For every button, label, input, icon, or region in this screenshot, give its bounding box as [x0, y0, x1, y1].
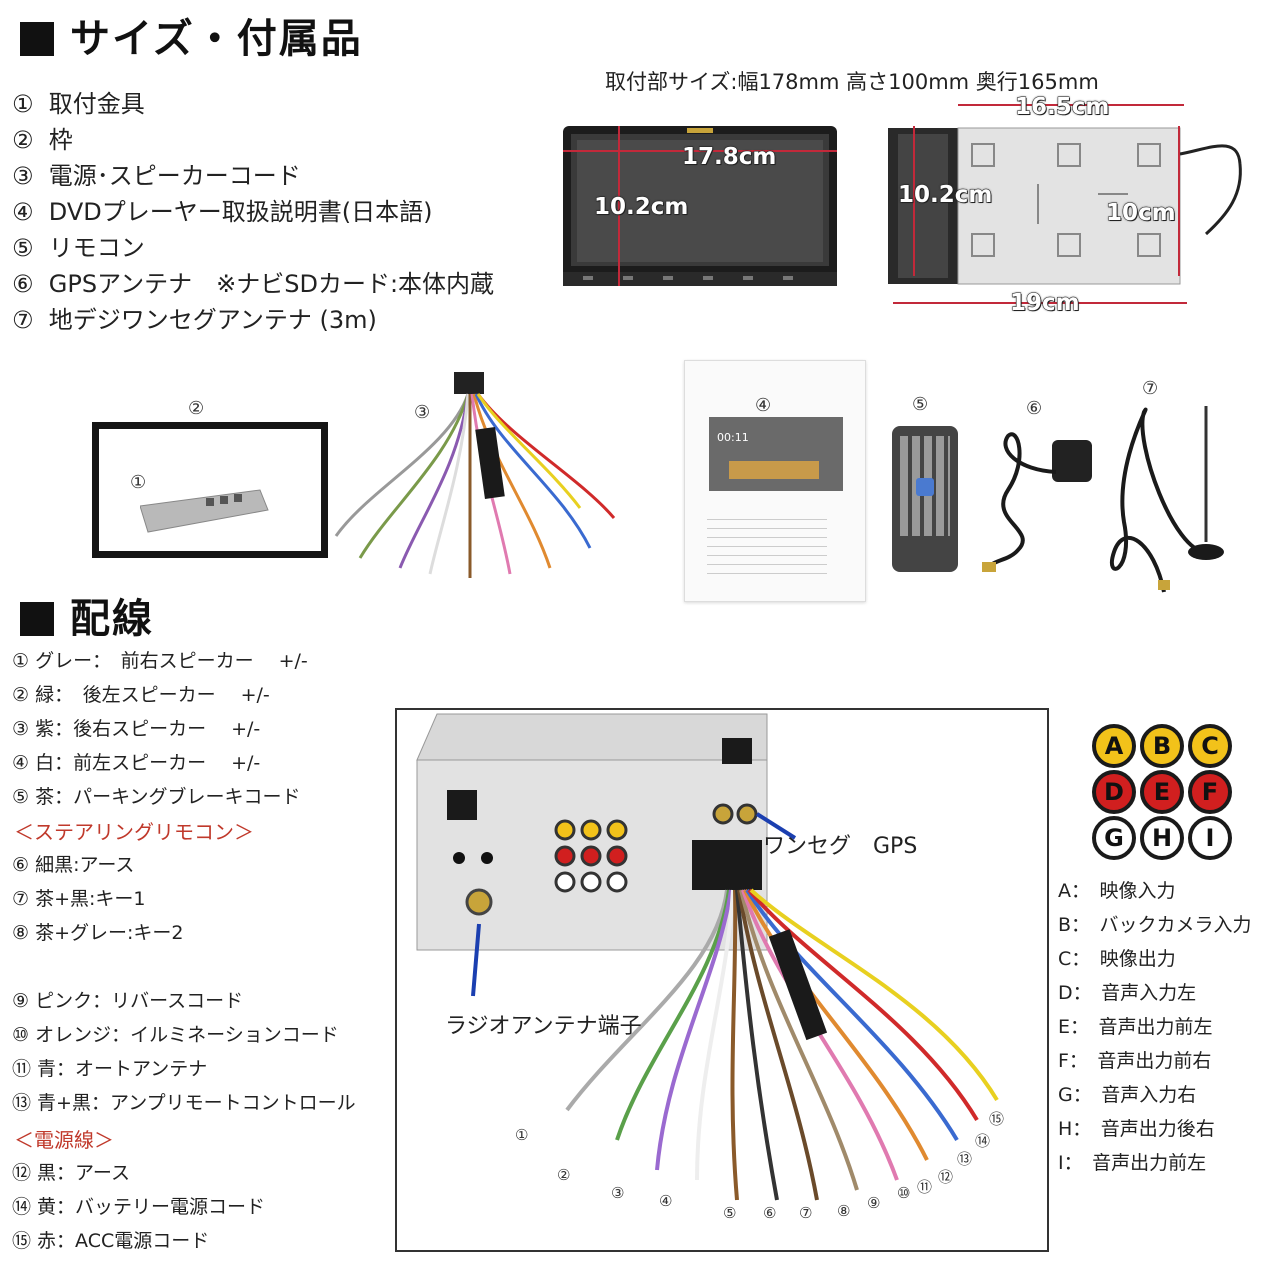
wire-number-label: ⑧ — [837, 1202, 851, 1220]
connector-circle: D — [1092, 770, 1136, 814]
legend-item: D： 音声入力左 — [1058, 982, 1197, 1004]
side-height-label-a: 10.2cm — [897, 182, 993, 209]
oneseg-antenna-image — [1094, 402, 1234, 596]
oneseg-gps-callout: ワンセグ GPS — [763, 834, 918, 859]
wiring-item: ③ 紫：後右スピーカー +/- — [12, 718, 261, 740]
section-title-size-accessories: サイズ・付属品 — [20, 6, 363, 64]
side-unit-image — [888, 124, 1248, 290]
legend-item: F： 音声出力前右 — [1058, 1050, 1212, 1072]
square-bullet-icon — [20, 22, 54, 56]
wiring-item: ⑧ 茶+グレー:キー2 — [12, 922, 184, 944]
side-height-line — [913, 126, 915, 276]
wire-number-label: ② — [557, 1166, 571, 1184]
accessory-item: ⑦ 地デジワンセグアンテナ (3m) — [12, 306, 377, 334]
power-speaker-cable-image — [330, 368, 620, 582]
cable-number-label: ③ — [414, 402, 431, 423]
connector-circle: I — [1188, 816, 1232, 860]
connector-circle: B — [1140, 724, 1184, 768]
wiring-item: ⑤ 茶：パーキングブレーキコード — [12, 786, 301, 808]
connector-circle: A — [1092, 724, 1136, 768]
gps-number-label: ⑥ — [1026, 398, 1043, 419]
accessory-item: ③ 電源･スピーカーコード — [12, 162, 301, 190]
accessory-item: ⑤ リモコン — [12, 234, 145, 262]
wire-number-label: ④ — [659, 1192, 673, 1210]
gps-antenna-image — [978, 430, 1100, 578]
manual-screen-time: 00:11 — [717, 431, 749, 444]
wire-number-label: ⑬ — [957, 1150, 973, 1168]
mounting-frame-image — [92, 422, 328, 558]
connector-circle: H — [1140, 816, 1184, 860]
manual-screen-image: 00:11 — [709, 417, 843, 491]
accessory-item: ④ DVDプレーヤー取扱説明書(日本語) — [12, 198, 433, 226]
wiring-item: ⑮ 赤：ACC電源コード — [12, 1230, 210, 1252]
mounting-bracket-image — [139, 484, 270, 534]
wiring-diagram-photo: ワンセグ GPS ラジオアンテナ端子 ① ② ③ ④ ⑤ ⑥ ⑦ ⑧ ⑨ ⑩ ⑪… — [395, 708, 1049, 1252]
power-wire-header: ＜電源線＞ — [14, 1128, 114, 1152]
legend-item: I： 音声出力前左 — [1058, 1152, 1207, 1174]
wiring-item: ⑪ 青：オートアンテナ — [12, 1058, 208, 1080]
section-title-text: 配線 — [70, 596, 154, 642]
side-depth-label: 16.5cm — [1014, 94, 1110, 121]
side-height-line-b — [1178, 126, 1180, 276]
wire-number-label: ⑫ — [938, 1168, 954, 1186]
manual-image: ④ 00:11 — [684, 360, 866, 602]
steering-remote-header: ＜ステアリングリモコン＞ — [14, 820, 254, 844]
remote-control-image — [892, 426, 958, 572]
accessory-item: ⑥ GPSアンテナ ※ナビSDカード:本体内蔵 — [12, 270, 495, 298]
connector-circle: E — [1140, 770, 1184, 814]
total-dimension-line — [893, 302, 1187, 304]
frame-number-label: ② — [188, 398, 205, 419]
wire-number-label: ⑨ — [867, 1194, 881, 1212]
legend-item: B： バックカメラ入力 — [1058, 914, 1252, 936]
radio-antenna-callout: ラジオアンテナ端子 — [445, 1014, 642, 1039]
legend-item: E： 音声出力前左 — [1058, 1016, 1213, 1038]
wiring-item: ⑫ 黒：アース — [12, 1162, 130, 1184]
legend-item: A： 映像入力 — [1058, 880, 1176, 902]
antenna-number-label: ⑦ — [1142, 378, 1159, 399]
height-dimension-line — [618, 126, 620, 286]
wire-number-label: ⑪ — [917, 1178, 933, 1196]
front-height-label: 10.2cm — [593, 194, 689, 221]
bracket-number-label: ① — [130, 472, 147, 493]
side-total-label: 19cm — [1010, 290, 1081, 317]
legend-item: C： 映像出力 — [1058, 948, 1176, 970]
depth-dimension-line — [958, 104, 1184, 106]
wire-number-label: ⑥ — [763, 1204, 777, 1222]
connector-circle: F — [1188, 770, 1232, 814]
width-dimension-line — [563, 150, 837, 152]
legend-item: H： 音声出力後右 — [1058, 1118, 1215, 1140]
accessory-item: ① 取付金具 — [12, 90, 145, 118]
front-width-label: 17.8cm — [681, 144, 777, 171]
wiring-item: ⑬ 青+黒：アンプリモートコントロール — [12, 1092, 356, 1114]
wiring-item: ⑩ オレンジ：イルミネーションコード — [12, 1024, 339, 1046]
wiring-item: ⑨ ピンク：リバースコード — [12, 990, 244, 1012]
wire-number-label: ⑩ — [897, 1184, 911, 1202]
manual-number-label: ④ — [755, 395, 772, 416]
side-height-label-b: 10cm — [1106, 200, 1177, 227]
legend-item: G： 音声入力右 — [1058, 1084, 1197, 1106]
square-bullet-icon — [20, 602, 54, 636]
wire-number-label: ⑤ — [723, 1204, 737, 1222]
wiring-item: ② 緑： 後左スピーカー +/- — [12, 684, 270, 706]
wire-number-label: ⑮ — [989, 1110, 1005, 1128]
accessory-item: ② 枠 — [12, 126, 73, 154]
connector-circle: C — [1188, 724, 1232, 768]
wiring-item: ⑥ 細黒:アース — [12, 854, 135, 876]
wire-number-label: ① — [515, 1126, 529, 1144]
section-title-text: サイズ・付属品 — [70, 16, 363, 62]
section-title-wiring: 配線 — [20, 586, 154, 644]
wiring-item: ① グレー： 前右スピーカー +/- — [12, 650, 308, 672]
connector-circle: G — [1092, 816, 1136, 860]
mount-size-title: 取付部サイズ:幅178mm 高さ100mm 奥行165mm — [605, 70, 1099, 94]
wire-number-label: ③ — [611, 1184, 625, 1202]
wiring-item: ⑦ 茶+黒:キー1 — [12, 888, 146, 910]
wire-number-label: ⑭ — [975, 1132, 991, 1150]
wire-number-label: ⑦ — [799, 1204, 813, 1222]
remote-number-label: ⑤ — [912, 394, 929, 415]
wiring-item: ⑭ 黄：バッテリー電源コード — [12, 1196, 266, 1218]
wiring-item: ④ 白：前左スピーカー +/- — [12, 752, 261, 774]
